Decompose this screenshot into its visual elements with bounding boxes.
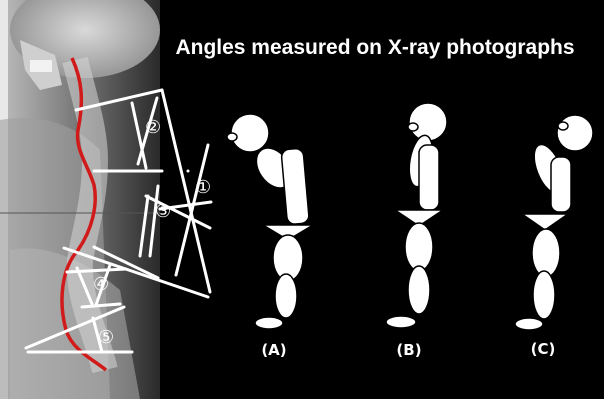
xray-image	[0, 0, 160, 399]
figure-a-label: (A)	[254, 341, 294, 359]
marker-4: ④	[93, 274, 109, 295]
marker-5: ⑤	[98, 327, 114, 348]
marker-1: ①	[195, 177, 211, 198]
figure-b-label: (B)	[389, 341, 429, 359]
marker-3: ③	[155, 201, 171, 222]
diagram-title: Angles measured on X-ray photographs	[150, 36, 600, 60]
figure-c-label: (C)	[523, 340, 563, 358]
marker-2: ②	[145, 117, 161, 138]
